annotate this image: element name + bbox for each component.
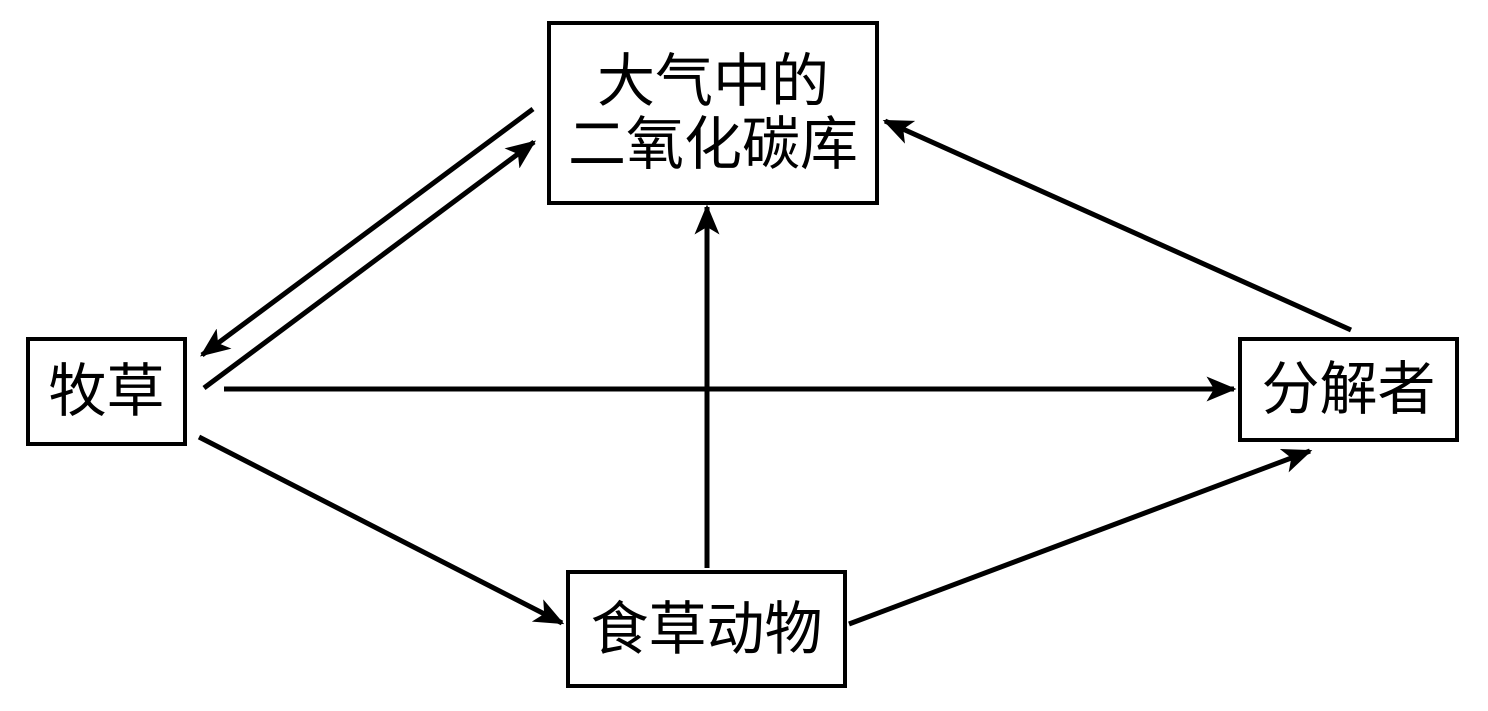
- arrow-grass-to-atmosphere: [202, 139, 537, 391]
- arrow-grass-to-herbivore: [197, 434, 565, 626]
- decomposer-label: 分解者: [1261, 355, 1436, 424]
- grass-box: 牧草: [26, 337, 187, 446]
- arrow-atmosphere-to-grass: [199, 106, 535, 358]
- decomposer-box: 分解者: [1238, 337, 1459, 442]
- atmosphere-label-line1: 大气中的: [596, 47, 829, 116]
- atmosphere-co2-pool-box: 大气中的 二氧化碳库: [547, 21, 879, 205]
- grass-label: 牧草: [48, 357, 165, 426]
- herbivore-label: 食草动物: [590, 594, 823, 663]
- herbivore-box: 食草动物: [566, 570, 847, 688]
- arrow-decomposer-to-atmosphere: [882, 118, 1353, 333]
- arrow-herbivore-to-decomposer: [848, 448, 1313, 627]
- atmosphere-label-line2: 二氧化碳库: [567, 110, 858, 178]
